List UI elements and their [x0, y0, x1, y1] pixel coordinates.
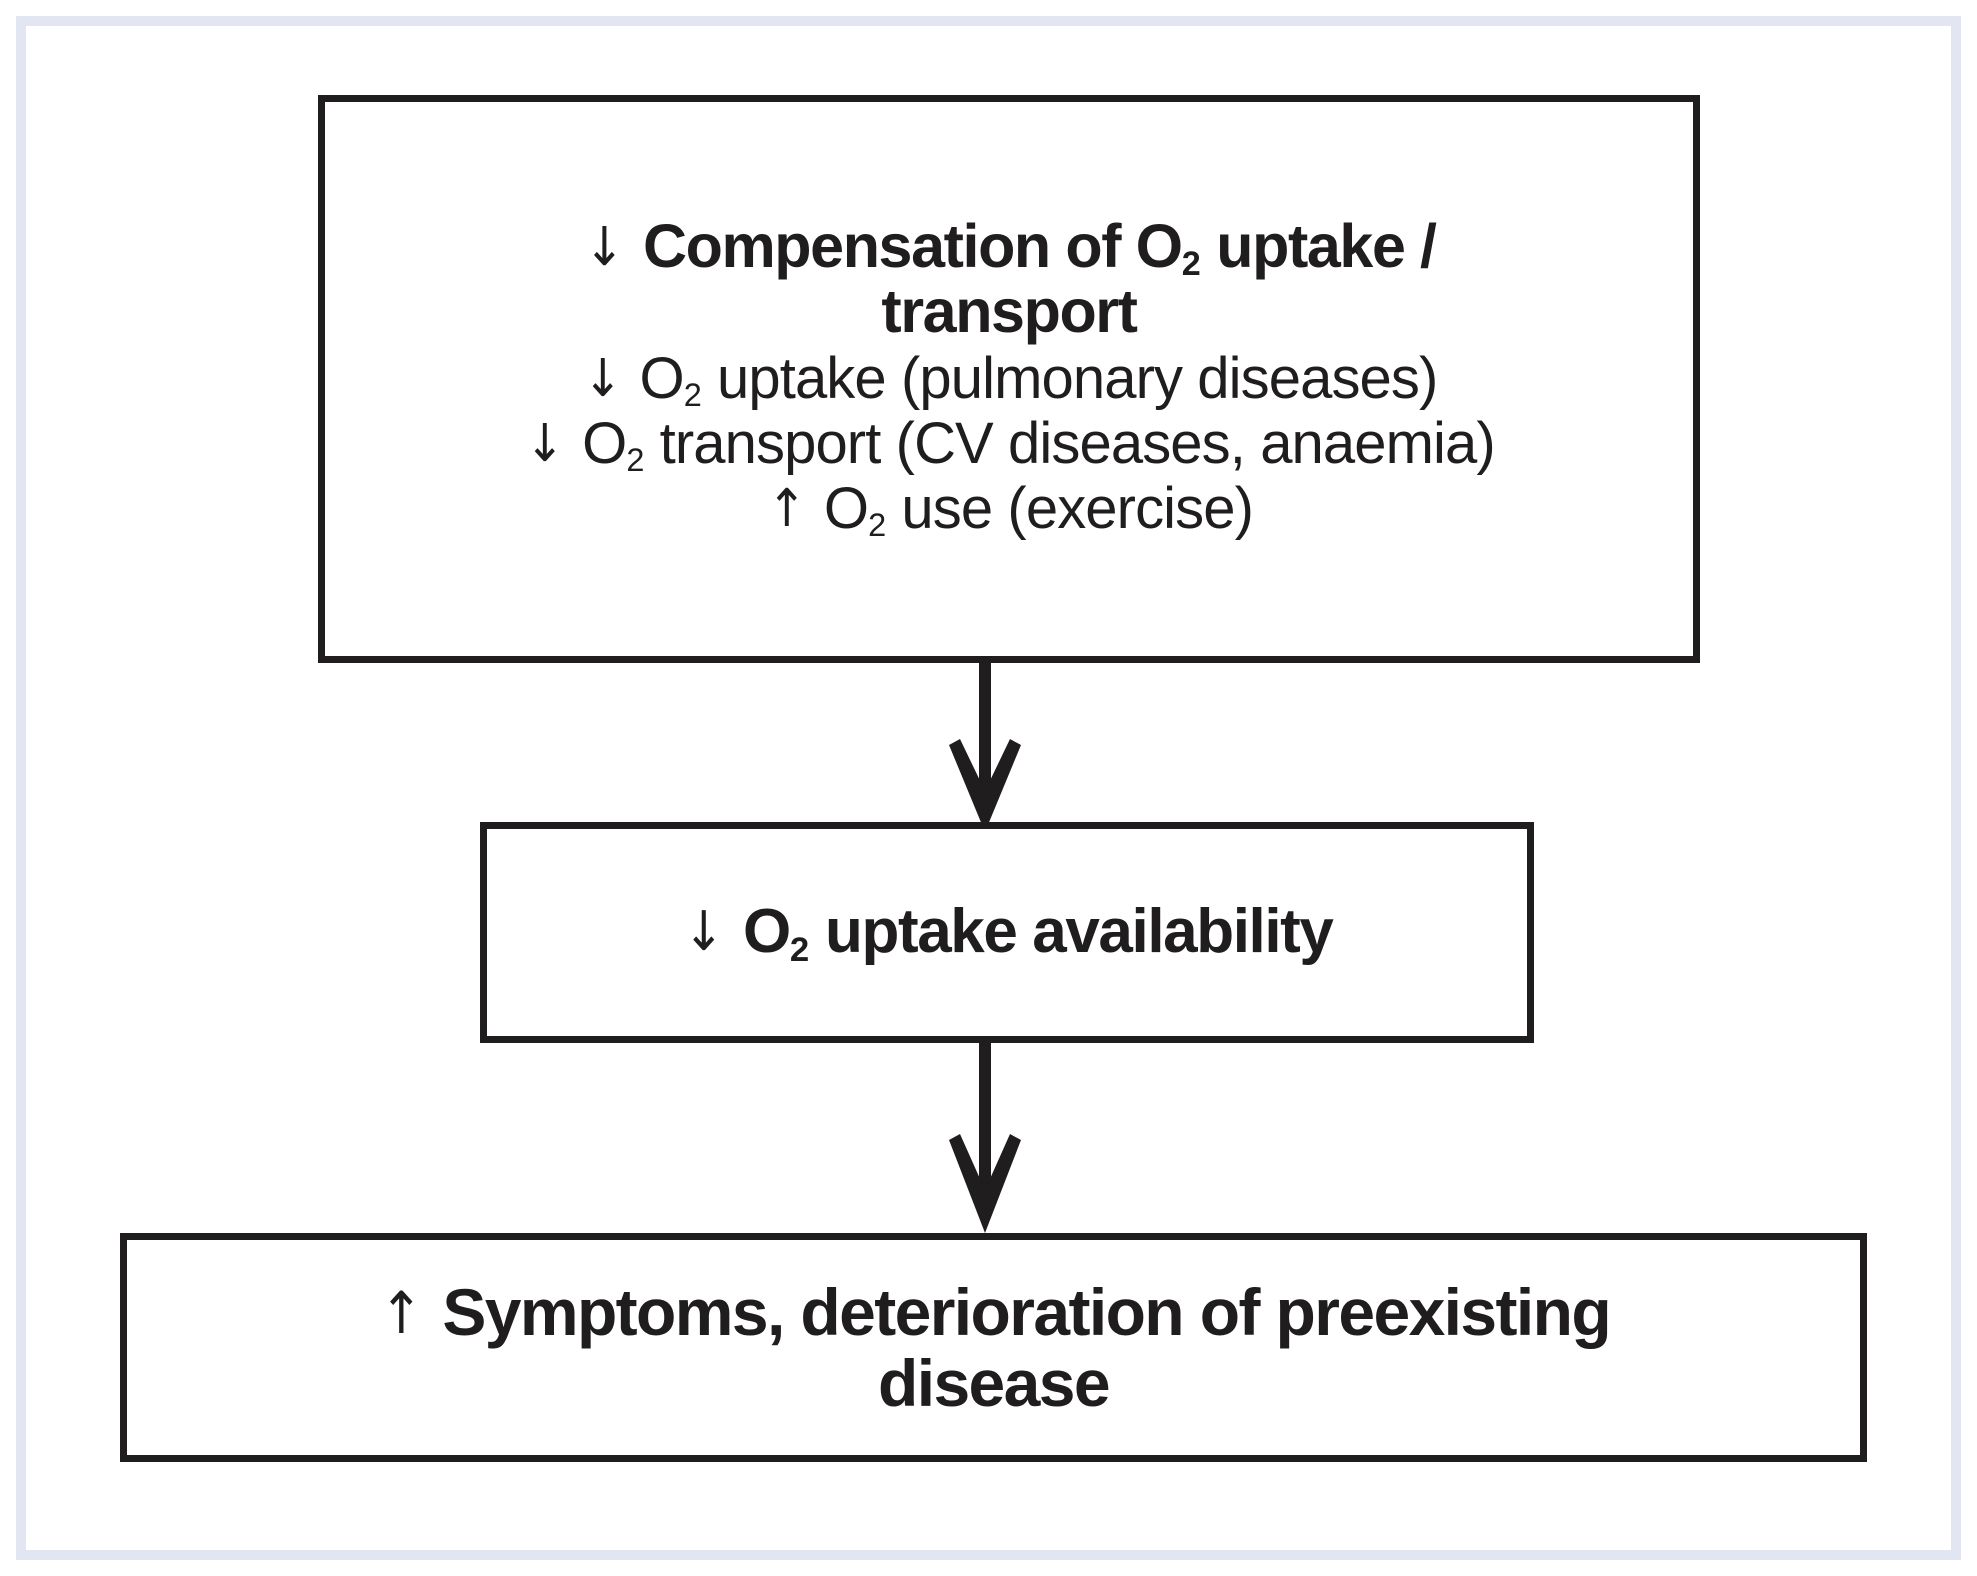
subline-o2-transport: ↓ O2 transport (CV diseases, anaemia) — [523, 411, 1496, 479]
subline-text-after-sub: uptake (pulmonary diseases) — [701, 346, 1438, 412]
heading-line-2: transport — [881, 276, 1138, 345]
flow-box-compensation: ↓ Compensation of O2 uptake / transport … — [318, 95, 1700, 663]
arrow-up-icon: ↑ — [767, 479, 807, 540]
arrow-up-icon: ↑ — [379, 1278, 424, 1347]
symptoms-heading-line-1: ↑ Symptoms, deterioration of preexisting — [157, 1277, 1830, 1348]
subscript-two: 2 — [868, 507, 887, 544]
subline-o2-uptake: ↓ O2 uptake (pulmonary diseases) — [523, 346, 1495, 413]
subscript-two: 2 — [683, 376, 702, 413]
subscript-two: 2 — [789, 930, 810, 969]
connector-arrow-1 — [949, 660, 1021, 832]
flow-box-uptake-availability: ↓ O2 uptake availability — [480, 822, 1534, 1043]
subline-text-before-sub: O — [639, 346, 685, 412]
heading-line-1: ↓ Compensation of O2 uptake / — [582, 211, 1437, 282]
arrow-down-icon: ↓ — [582, 349, 623, 410]
arrow-down-icon: ↓ — [584, 214, 626, 278]
heading-text-after-sub: uptake / — [1200, 211, 1437, 280]
box-compensation-heading: ↓ Compensation of O2 uptake / transport — [582, 211, 1437, 345]
heading-text-before-sub: Compensation of O — [642, 211, 1183, 280]
availability-text-after-sub: uptake availability — [809, 897, 1334, 967]
subline-text-after-sub: transport (CV diseases, anaemia) — [644, 411, 1496, 477]
subline-text-before-sub: O — [823, 476, 869, 542]
availability-heading: ↓ O2 uptake availability — [511, 897, 1503, 969]
subscript-two: 2 — [626, 442, 645, 479]
box-compensation-sublines: ↓ O2 uptake (pulmonary diseases) ↓ O2 tr… — [523, 346, 1496, 544]
symptoms-text: Symptoms, deterioration of preexisting — [442, 1274, 1611, 1349]
flow-box-symptoms: ↑ Symptoms, deterioration of preexisting… — [120, 1233, 1867, 1462]
availability-text-before-sub: O — [743, 897, 791, 967]
arrow-down-icon: ↓ — [525, 414, 565, 475]
subline-text-after-sub: use (exercise) — [886, 476, 1254, 542]
arrow-down-icon: ↓ — [683, 899, 725, 964]
subline-o2-use: ↑ O2 use (exercise) — [523, 476, 1495, 544]
subline-text-before-sub: O — [582, 411, 627, 477]
subscript-two: 2 — [1181, 244, 1201, 283]
connector-arrow-2 — [949, 1040, 1021, 1233]
symptoms-heading-line-2: disease — [878, 1345, 1111, 1420]
